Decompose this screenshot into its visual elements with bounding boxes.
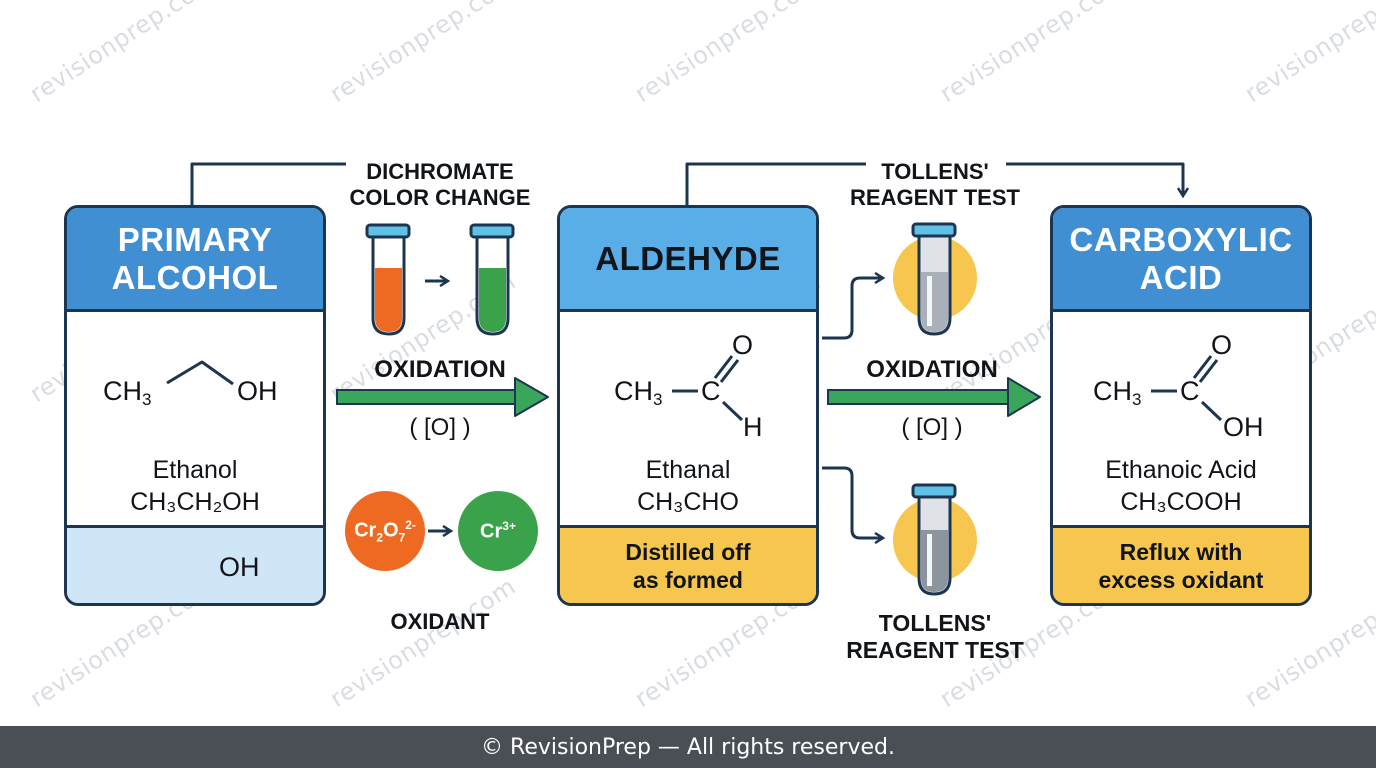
acid-hydroxyl: OH (1223, 412, 1264, 442)
oxidation-arrow-2 (827, 377, 1041, 417)
oxidant-label: OXIDANT (390, 609, 490, 634)
aldehyde-note-line1: Distilled off (625, 538, 751, 565)
aldehyde-note-line2: as formed (633, 566, 743, 593)
step2-process-label: OXIDATION (866, 356, 998, 383)
ethanol-structure-oh: OH (237, 376, 278, 406)
acid-carbon: C (1180, 376, 1200, 406)
acid-condition-note: Reflux with excess oxidant (1053, 525, 1309, 603)
step1-process-label: OXIDATION (374, 356, 506, 383)
primary-alcohol-title-line2: ALCOHOL (111, 258, 279, 296)
ethanol-skeletal-panel: OH (67, 525, 323, 603)
bracket-line-1 (190, 162, 346, 207)
tollens-tube-bottom-icon (893, 483, 977, 596)
carboxylic-acid-card: CARBOXYLIC ACID CH3 C O OH Ethanoic Acid… (1050, 205, 1312, 606)
aldehyde-header: ALDEHYDE (560, 208, 816, 312)
primary-alcohol-header: PRIMARY ALCOHOL (67, 208, 323, 312)
aldehyde-card: ALDEHYDE CH3 C O H Ethanal CH₃CHO Distil… (557, 205, 819, 606)
ethanol-structure-left: CH3 (103, 376, 152, 409)
acid-title-line2: ACID (1139, 258, 1223, 296)
acid-note-line2: excess oxidant (1098, 566, 1264, 593)
aldehyde-title: ALDEHYDE (595, 239, 781, 277)
ethanal-name: Ethanal (645, 456, 731, 484)
copyright-footer: © RevisionPrep — All rights reserved. (0, 726, 1376, 768)
acid-formula: CH₃COOH (1120, 488, 1242, 516)
ethanoic-acid-bonds (1151, 355, 1223, 422)
acid-title-line1: CARBOXYLIC (1069, 220, 1293, 258)
dichromate-ion-icon: Cr2O72- (345, 491, 425, 571)
primary-alcohol-title-line1: PRIMARY (117, 220, 273, 258)
ethanal-carbon: C (701, 376, 721, 406)
oxidation-arrow-1 (336, 377, 549, 417)
ethanal-oxygen: O (732, 330, 754, 360)
branch-arrow-top (822, 278, 883, 340)
ethanal-hydrogen: H (743, 412, 763, 442)
acid-oxygen: O (1211, 330, 1233, 360)
chromium-ion-icon: Cr3+ (458, 491, 538, 571)
acid-name: Ethanoic Acid (1105, 456, 1257, 484)
dichromate-test-label: DICHROMATE COLOR CHANGE (349, 159, 531, 210)
ethanol-formula: CH₃CH₂OH (130, 488, 260, 516)
bracket-line-3 (1006, 162, 1183, 196)
tollens-tube-top-icon (893, 222, 977, 336)
ethanal-ch3: CH3 (614, 376, 663, 409)
tollens-test-label-bottom: TOLLENS' REAGENT TEST (846, 610, 1024, 663)
primary-alcohol-card: PRIMARY ALCOHOL CH3 OH Ethanol CH₃CH₂OH … (64, 205, 326, 606)
test-tube-green-icon (469, 223, 515, 336)
bracket-line-2 (685, 162, 866, 207)
carboxylic-acid-header: CARBOXYLIC ACID (1053, 208, 1309, 312)
step2-reagent: ( [O] ) (901, 414, 963, 441)
footer-text: © RevisionPrep — All rights reserved. (481, 734, 895, 760)
ethanol-name: Ethanol (152, 456, 238, 484)
step1-reagent: ( [O] ) (409, 414, 471, 441)
tollens-test-label-top: TOLLENS' REAGENT TEST (850, 159, 1020, 210)
aldehyde-condition-note: Distilled off as formed (560, 525, 816, 603)
ethanal-formula: CH₃CHO (637, 488, 739, 516)
acid-ch3: CH3 (1093, 376, 1142, 409)
skeletal-oh-label: OH (219, 552, 260, 582)
acid-note-line1: Reflux with (1119, 538, 1243, 565)
branch-arrow-bottom (822, 466, 883, 538)
test-tube-orange-icon (365, 223, 411, 336)
ethanal-bonds (672, 355, 744, 422)
